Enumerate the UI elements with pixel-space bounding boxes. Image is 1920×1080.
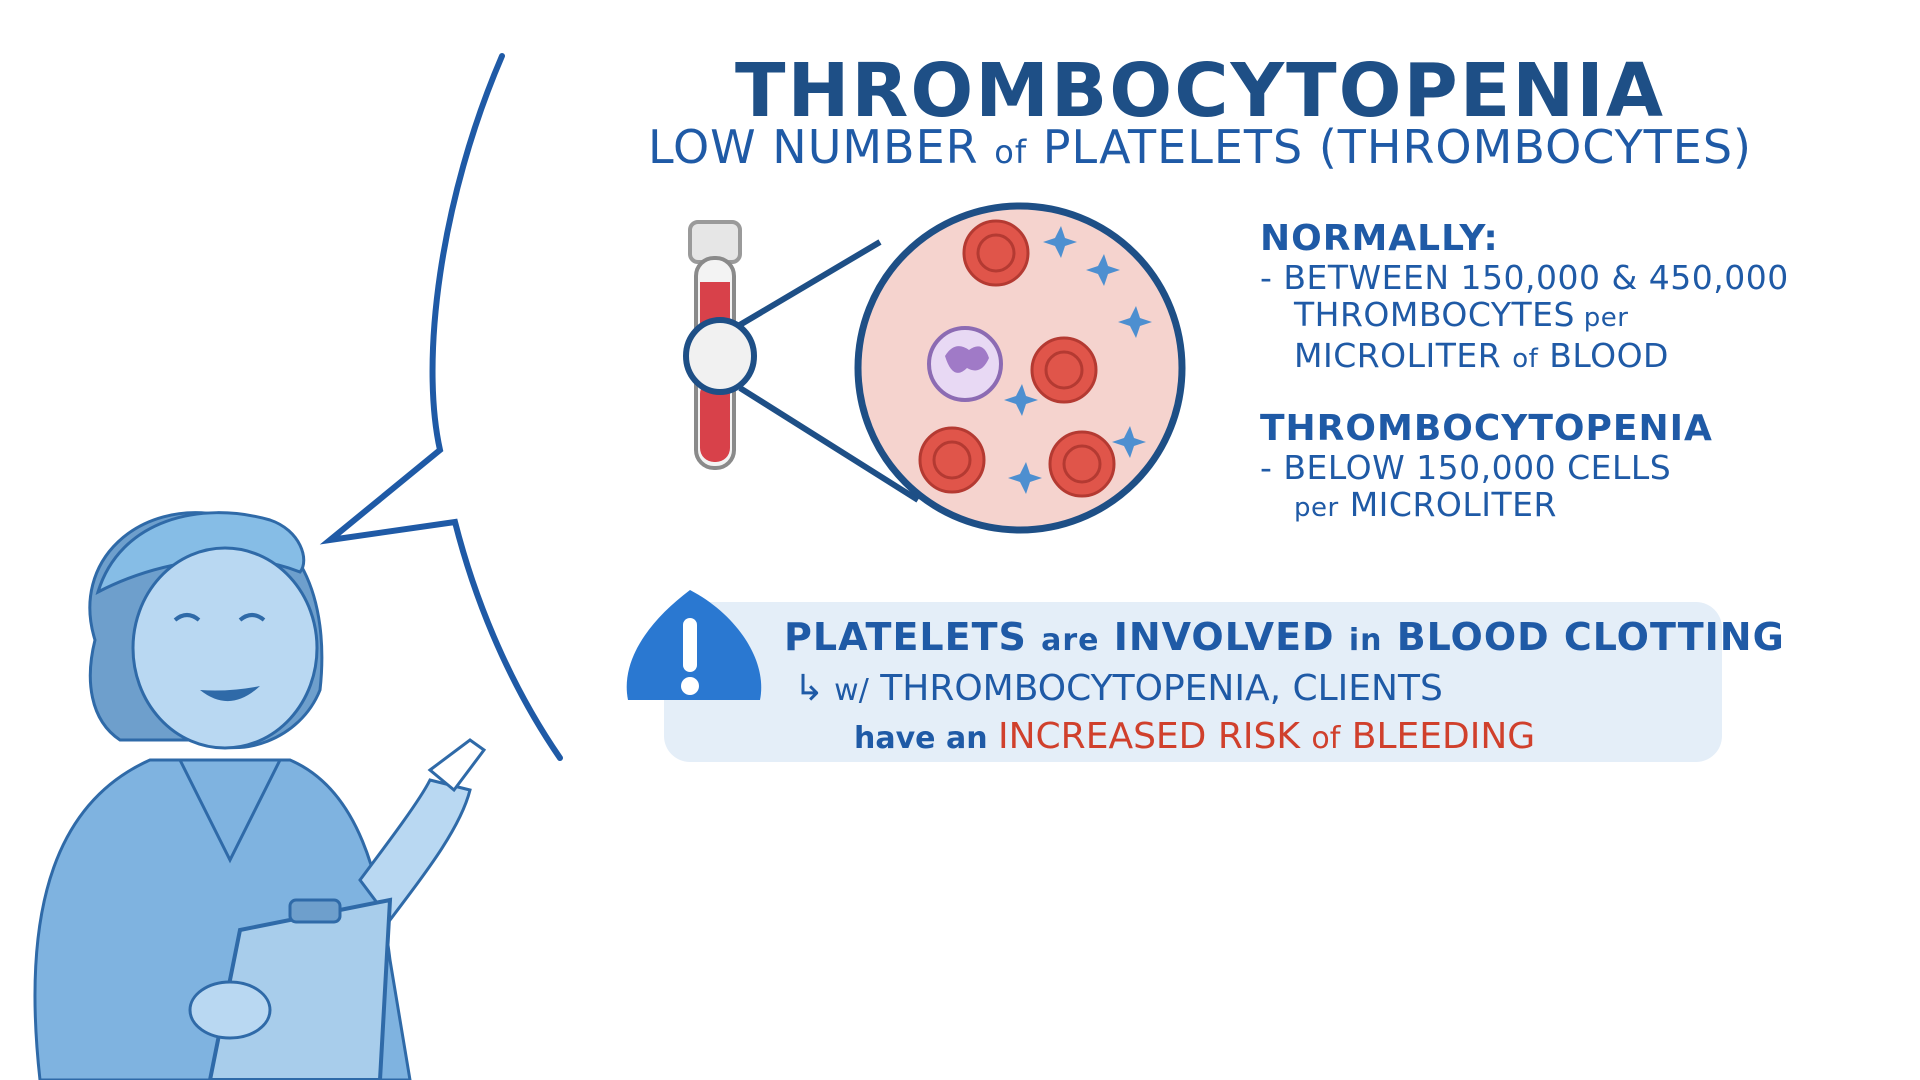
normally-line-2: THROMBOCYTES per bbox=[1260, 296, 1789, 337]
note-line-1: PLATELETS are INVOLVED in BLOOD CLOTTING bbox=[784, 612, 1785, 666]
note-line-2: ↳ w/ THROMBOCYTOPENIA, CLIENTS bbox=[784, 666, 1785, 714]
normally-line-3: MICROLITER of BLOOD bbox=[1260, 337, 1789, 378]
note-l2-small: w/ bbox=[834, 673, 869, 708]
note-background bbox=[664, 602, 1722, 762]
normally-line-3-small: of bbox=[1512, 344, 1539, 374]
note-l3-small: have an bbox=[854, 721, 998, 756]
thrombocytopenia-line-1: - BELOW 150,000 CELLS bbox=[1260, 448, 1672, 487]
note-l3-red2: BLEEDING bbox=[1340, 716, 1536, 757]
nurse-illustration bbox=[33, 511, 487, 1080]
red-blood-cells bbox=[918, 219, 1116, 498]
subtitle-of: of bbox=[994, 133, 1028, 171]
normally-line-2-small: per bbox=[1574, 303, 1629, 333]
normally-heading: NORMALLY: bbox=[1260, 218, 1499, 259]
note-line-3: have an INCREASED RISK of BLEEDING bbox=[784, 714, 1785, 762]
normally-block: NORMALLY: - BETWEEN 150,000 & 450,000 TH… bbox=[1260, 218, 1789, 378]
note-l1-are: are bbox=[1041, 623, 1100, 658]
normally-line-1: - BETWEEN 150,000 & 450,000 bbox=[1260, 258, 1789, 297]
page-title: THROMBOCYTOPENIA bbox=[734, 48, 1666, 134]
subtitle-part2: PLATELETS (THROMBOCYTES) bbox=[1027, 120, 1752, 174]
magnifier-circle-icon bbox=[854, 202, 1186, 534]
platelets bbox=[1004, 226, 1152, 494]
thrombocytopenia-line-2: per MICROLITER bbox=[1260, 486, 1713, 527]
speech-bubble-outline bbox=[319, 53, 563, 761]
note-text: PLATELETS are INVOLVED in BLOOD CLOTTING… bbox=[784, 612, 1785, 762]
subtitle-part1: LOW NUMBER bbox=[647, 120, 995, 174]
normally-line-3-main: MICROLITER bbox=[1294, 336, 1513, 375]
normally-line-3-end: BLOOD bbox=[1538, 336, 1669, 375]
thrombocytopenia-line-2-main: MICROLITER bbox=[1338, 485, 1557, 524]
note-l3-of: of bbox=[1311, 721, 1341, 756]
thrombocytopenia-line-2-small: per bbox=[1294, 493, 1339, 523]
warning-icon bbox=[626, 590, 762, 700]
note-l1-a: PLATELETS bbox=[784, 615, 1042, 659]
note-l2-main: THROMBOCYTOPENIA, CLIENTS bbox=[868, 668, 1443, 709]
note-l1-b: INVOLVED bbox=[1099, 615, 1349, 659]
note-l1-in: in bbox=[1348, 623, 1383, 658]
note-l1-c: BLOOD CLOTTING bbox=[1382, 615, 1785, 659]
thrombocytopenia-heading: THROMBOCYTOPENIA bbox=[1260, 408, 1713, 449]
thrombocytopenia-block: THROMBOCYTOPENIA - BELOW 150,000 CELLS p… bbox=[1260, 408, 1713, 527]
page-subtitle: LOW NUMBER of PLATELETS (THROMBOCYTES) bbox=[600, 120, 1800, 174]
test-tube-icon bbox=[683, 220, 920, 503]
arrow-icon: ↳ bbox=[794, 668, 825, 709]
normally-line-2-main: THROMBOCYTES bbox=[1294, 295, 1575, 334]
white-blood-cell bbox=[927, 326, 1003, 402]
note-l3-red: INCREASED RISK bbox=[998, 716, 1312, 757]
